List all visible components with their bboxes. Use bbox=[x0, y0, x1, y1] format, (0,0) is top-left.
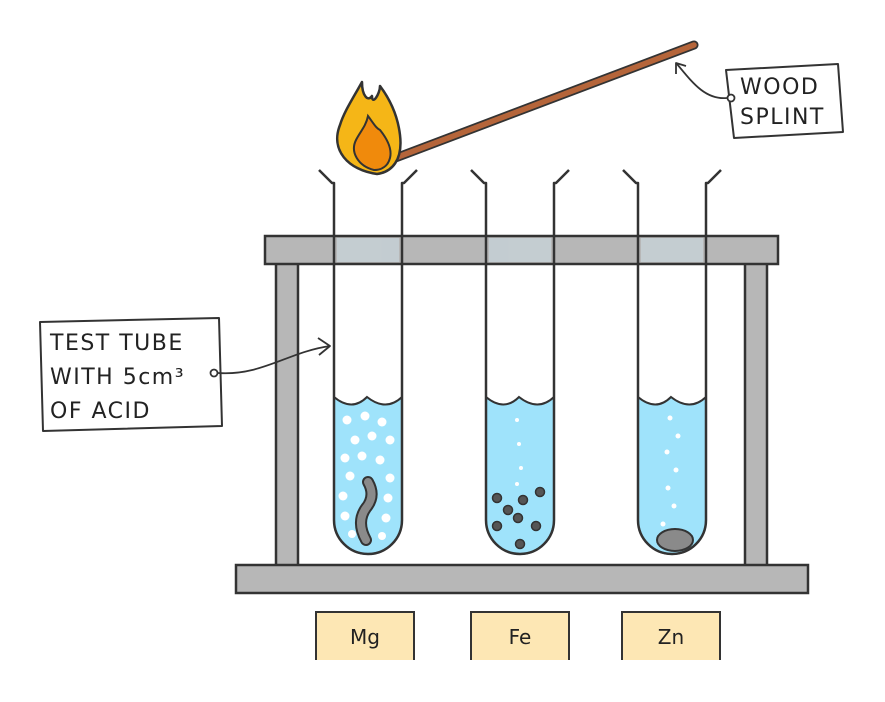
wood-splint-label: WOOD SPLINT bbox=[675, 62, 844, 139]
rack-right-leg bbox=[743, 260, 769, 570]
test-tube-mg bbox=[318, 169, 418, 556]
metal-symbol: Fe bbox=[509, 625, 532, 649]
pointer-arrow bbox=[217, 345, 331, 375]
metal-label-fe: Fe bbox=[470, 611, 570, 660]
shelf-holes bbox=[337, 238, 703, 262]
flame-icon bbox=[335, 80, 402, 176]
gas-bubble-icon bbox=[515, 418, 523, 486]
label-line: WITH 5cm³ bbox=[50, 365, 185, 390]
metal-label-mg: Mg bbox=[315, 611, 415, 660]
label-line: TEST TUBE bbox=[49, 331, 184, 356]
label-line: OF ACID bbox=[50, 399, 151, 424]
gas-bubble-icon bbox=[660, 415, 681, 527]
gas-bubble-icon bbox=[338, 411, 395, 540]
tube-wall bbox=[318, 169, 418, 556]
tube-wall bbox=[470, 169, 570, 556]
label-line: SPLINT bbox=[740, 105, 825, 130]
metal-symbol: Zn bbox=[658, 625, 684, 649]
rack-base bbox=[234, 563, 810, 595]
tube-wall bbox=[622, 169, 722, 556]
test-tube-fe bbox=[470, 169, 570, 556]
metal-symbol: Mg bbox=[350, 625, 380, 649]
test-tube-label: TEST TUBE WITH 5cm³ OF ACID bbox=[39, 317, 331, 432]
metal-label-zn: Zn bbox=[621, 611, 721, 660]
label-line: WOOD bbox=[740, 75, 819, 100]
rack-left-leg bbox=[274, 260, 300, 570]
wood-splint bbox=[385, 40, 699, 165]
iron-granules bbox=[491, 486, 546, 550]
test-tube-zn bbox=[622, 169, 722, 556]
zinc-pellet bbox=[656, 528, 694, 552]
pointer-arrow bbox=[676, 63, 728, 99]
